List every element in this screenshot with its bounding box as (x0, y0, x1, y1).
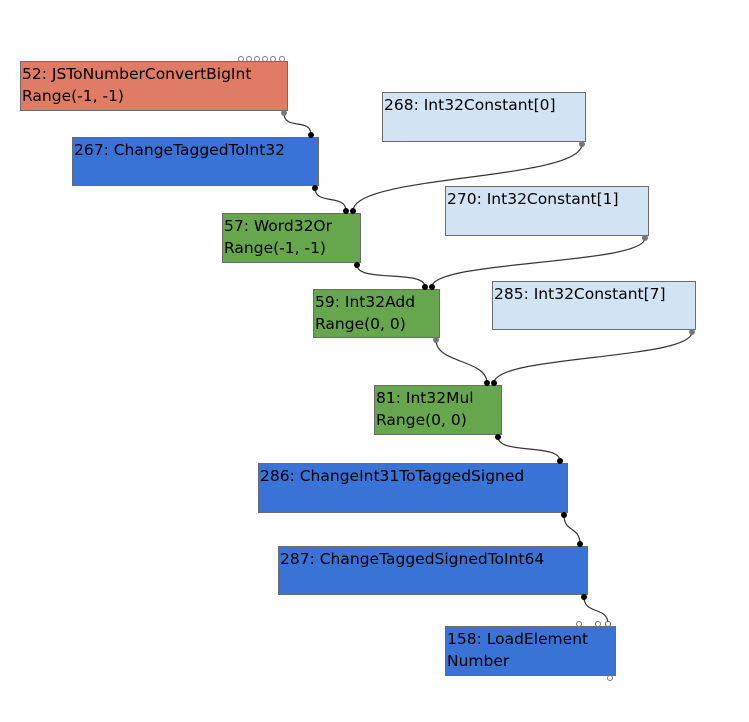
node-57-word32or[interactable]: 57: Word32Or Range(-1, -1) (222, 213, 361, 263)
node-81-int32mul[interactable]: 81: Int32Mul Range(0, 0) (374, 385, 502, 435)
input-port-dot (491, 380, 497, 386)
effect-port-dot (595, 621, 601, 627)
edge-n287-to-n158 (583, 596, 609, 625)
input-port-dot (422, 284, 428, 290)
edge-n267-to-n57 (314, 187, 347, 212)
input-port-dot (308, 132, 314, 138)
control-output-dot (607, 675, 613, 681)
node-range: Range(0, 0) (376, 411, 467, 429)
effect-port-dot (238, 56, 244, 62)
input-port-dot (429, 284, 435, 290)
node-label: 270: Int32Constant[1] (447, 190, 619, 208)
node-267-changetaggedtoint32[interactable]: 267: ChangeTaggedToInt32 (72, 137, 319, 186)
output-port-dot (495, 434, 501, 440)
effect-port-dot (254, 56, 260, 62)
output-port-dot (581, 594, 587, 600)
input-port-dot (343, 208, 349, 214)
effect-port-dot (262, 56, 268, 62)
node-52-jstonumberconvertbigint[interactable]: 52: JSToNumberConvertBigInt Range(-1, -1… (20, 61, 288, 111)
effect-port-dot (270, 56, 276, 62)
effect-port-dot (605, 621, 611, 627)
effect-port-dot (246, 56, 252, 62)
edge-n59-to-n81 (435, 339, 488, 384)
output-port-dot (561, 512, 567, 518)
node-285-int32constant-7[interactable]: 285: Int32Constant[7] (492, 281, 696, 330)
node-label: 59: Int32Add (315, 293, 416, 311)
edge-n286-to-n287 (563, 514, 581, 545)
output-port-dot (433, 337, 439, 343)
node-label: 52: JSToNumberConvertBigInt (22, 65, 252, 83)
output-port-dot (579, 141, 585, 147)
input-port-dot (484, 380, 490, 386)
output-port-dot (281, 110, 287, 116)
input-port-dot (350, 208, 356, 214)
effect-port-dot (576, 621, 582, 627)
node-range: Range(-1, -1) (224, 239, 326, 257)
edge-n81-to-n286 (497, 436, 561, 462)
edge-n268-to-n57 (352, 143, 583, 212)
effect-port-dot (279, 56, 285, 62)
node-type: Number (447, 652, 510, 670)
node-range: Range(-1, -1) (22, 87, 124, 105)
output-port-dot (689, 329, 695, 335)
node-label: 158: LoadElement (447, 630, 589, 648)
node-label: 81: Int32Mul (376, 389, 474, 407)
output-port-dot (354, 262, 360, 268)
node-59-int32add[interactable]: 59: Int32Add Range(0, 0) (313, 289, 440, 338)
node-range: Range(0, 0) (315, 315, 406, 333)
node-270-int32constant-1[interactable]: 270: Int32Constant[1] (445, 186, 649, 236)
node-label: 287: ChangeTaggedSignedToInt64 (280, 550, 545, 568)
output-port-dot (312, 185, 318, 191)
node-label: 57: Word32Or (224, 217, 333, 235)
edge-n285-to-n81 (493, 331, 693, 384)
node-286-changeint31totaggedsigned[interactable]: 286: ChangeInt31ToTaggedSigned (258, 463, 568, 513)
node-label: 267: ChangeTaggedToInt32 (74, 141, 286, 159)
node-287-changetaggedsignedtoint64[interactable]: 287: ChangeTaggedSignedToInt64 (278, 546, 588, 595)
output-port-dot (642, 235, 648, 241)
node-label: 286: ChangeInt31ToTaggedSigned (260, 467, 525, 485)
edge-n52-to-n267 (283, 112, 312, 136)
node-label: 285: Int32Constant[7] (494, 285, 666, 303)
edge-n57-to-n59 (356, 264, 426, 288)
input-port-dot (557, 458, 563, 464)
node-268-int32constant-0[interactable]: 268: Int32Constant[0] (382, 92, 586, 142)
node-label: 268: Int32Constant[0] (384, 96, 556, 114)
edge-n270-to-n59 (431, 237, 646, 288)
node-158-loadelement[interactable]: 158: LoadElement Number (445, 626, 616, 676)
input-port-dot (577, 541, 583, 547)
